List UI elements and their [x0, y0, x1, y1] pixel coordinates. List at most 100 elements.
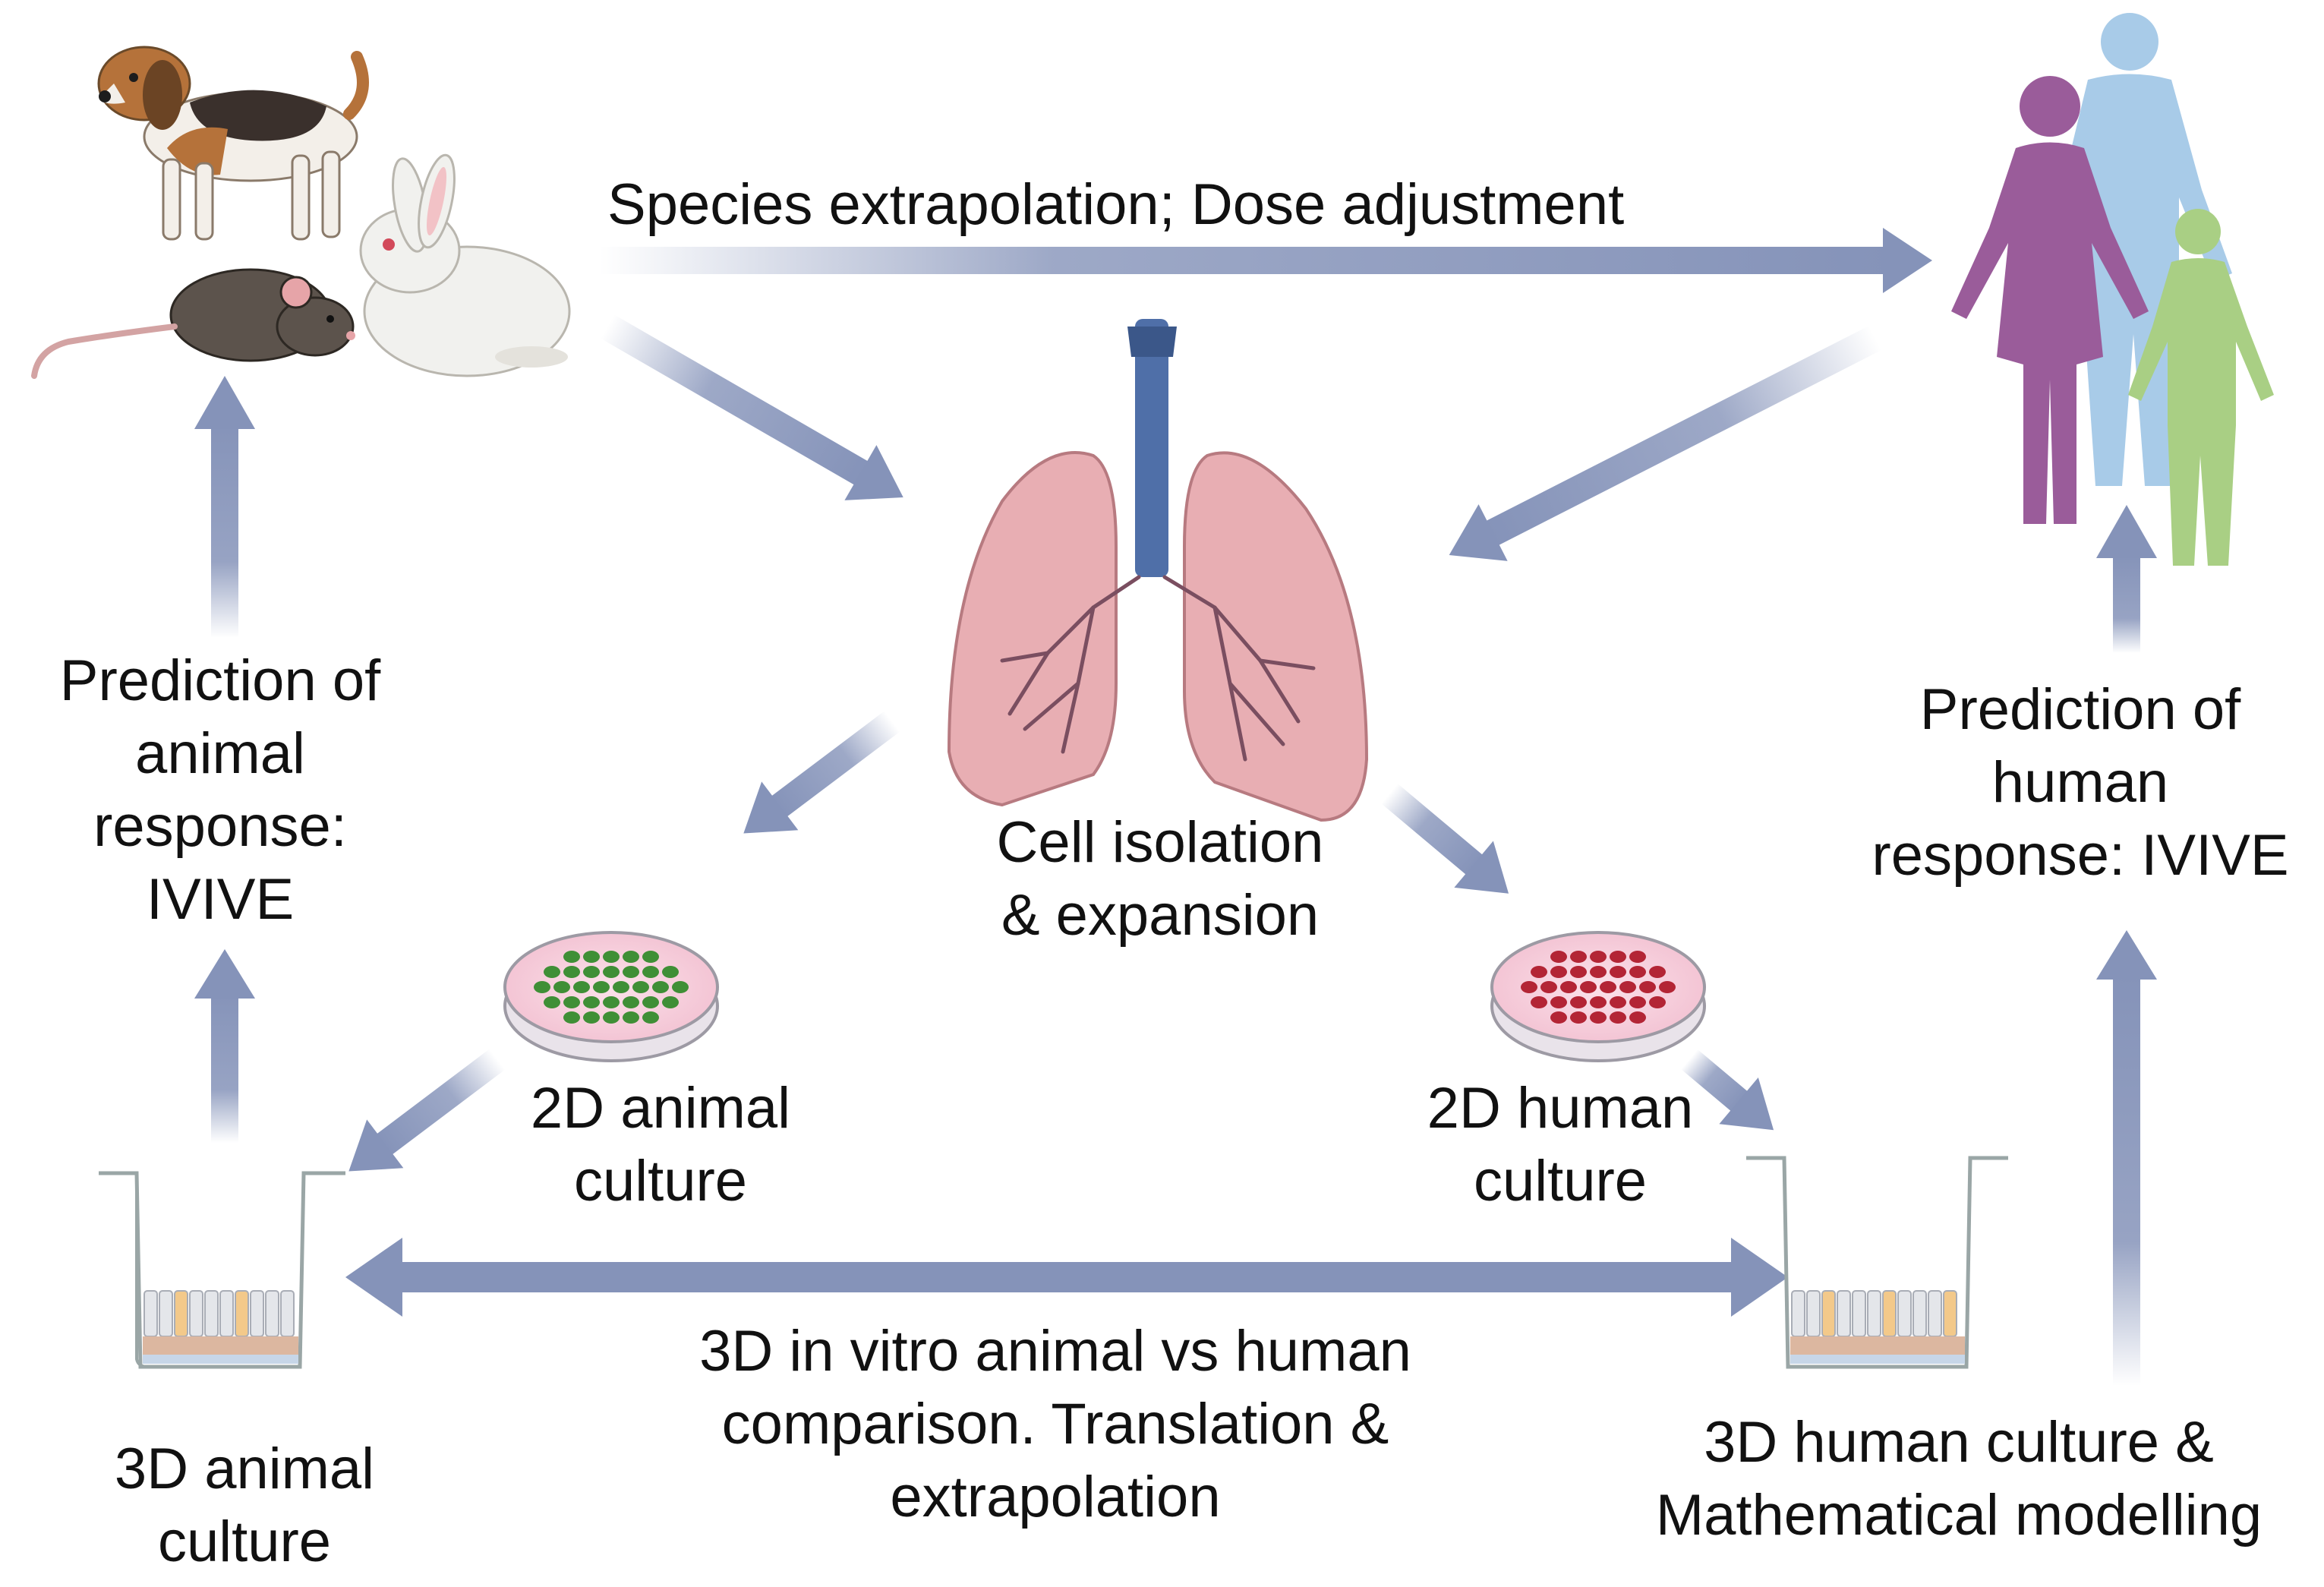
cell [1570, 966, 1587, 978]
cell [1610, 966, 1626, 978]
cell [563, 951, 580, 963]
cell [553, 981, 570, 993]
arrow-animals-to-lungs [601, 314, 903, 500]
cell [652, 981, 669, 993]
arrow-3d-human-to-prediction [2096, 930, 2157, 1386]
cell [672, 981, 689, 993]
arrow-humans-to-lungs [1449, 325, 1882, 561]
petri-dish-human [1490, 931, 1706, 1062]
cell [1521, 981, 1537, 993]
transwell-animal [99, 1171, 345, 1369]
cell [1639, 981, 1656, 993]
cell [1531, 996, 1547, 1008]
prediction-human-line-2: human [1992, 750, 2168, 815]
cell [623, 1011, 639, 1024]
epithelial-cell [235, 1290, 249, 1337]
cell [534, 981, 550, 993]
cell-isolation-line-1: Cell isolation [997, 810, 1324, 875]
cells-animal [534, 951, 689, 1024]
epithelial-cell [1928, 1290, 1942, 1337]
cell [1629, 966, 1646, 978]
arrow-2d-to-3d-human [1681, 1049, 1774, 1131]
cell [1600, 981, 1616, 993]
culture-2d-human-line-1: 2D human [1427, 1076, 1694, 1141]
epithelial-cell [1882, 1290, 1897, 1337]
cell [1629, 996, 1646, 1008]
cell [1550, 966, 1567, 978]
epithelial-cell [1837, 1290, 1851, 1337]
cell [573, 981, 590, 993]
cell [1570, 1011, 1587, 1024]
cell [1610, 1011, 1626, 1024]
prediction-human-label: Prediction of human response: IVIVE [1871, 677, 2288, 888]
transwell-human [1746, 1156, 2008, 1369]
culture-3d-human-label: 3D human culture & Mathematical modellin… [1656, 1410, 2262, 1548]
epithelial-cell [1943, 1290, 1957, 1337]
cell [563, 1011, 580, 1024]
cell [1649, 966, 1666, 978]
cell [544, 996, 560, 1008]
culture-3d-human-line-1: 3D human culture & [1704, 1410, 2214, 1475]
prediction-human-line-3: response: IVIVE [1871, 823, 2288, 888]
comparison-3d-line-2: comparison. Translation & [722, 1392, 1389, 1456]
cell [1550, 1011, 1567, 1024]
prediction-animal-line-1: Prediction of [60, 648, 381, 713]
epithelial-cell [1867, 1290, 1881, 1337]
culture-3d-human-line-2: Mathematical modelling [1656, 1483, 2262, 1548]
dog-icon [97, 46, 369, 241]
arrow-prediction-to-humans [2096, 505, 2157, 653]
cell [1590, 951, 1607, 963]
cells-3d-human [1791, 1290, 1957, 1337]
culture-3d-animal-line-2: culture [158, 1510, 331, 1574]
human-adult-female [1951, 76, 2149, 524]
cell [1590, 966, 1607, 978]
culture-2d-human-label: 2D human culture [1427, 1076, 1694, 1213]
cell [603, 1011, 620, 1024]
cell [544, 966, 560, 978]
cell [1540, 981, 1557, 993]
cell [1629, 951, 1646, 963]
cell [1590, 996, 1607, 1008]
cell [662, 996, 679, 1008]
prediction-animal-line-2: animal [135, 721, 305, 786]
cell [583, 966, 600, 978]
prediction-human-line-1: Prediction of [1920, 677, 2241, 742]
epithelial-cell [265, 1290, 279, 1337]
cell [603, 966, 620, 978]
epithelial-cell [1912, 1290, 1927, 1337]
cell [1619, 981, 1636, 993]
epithelial-cell [159, 1290, 173, 1337]
comparison-3d-label: 3D in vitro animal vs human comparison. … [699, 1319, 1411, 1529]
human-child [2128, 209, 2274, 566]
petri-dish-icon [503, 931, 1706, 1062]
cell [563, 966, 580, 978]
cell [642, 966, 659, 978]
cells-3d-animal [143, 1290, 295, 1337]
epithelial-cell [280, 1290, 295, 1337]
epithelial-cell [1791, 1290, 1805, 1337]
cell [1610, 996, 1626, 1008]
arrow-species-extrapolation [600, 228, 1932, 293]
epithelial-cell [1806, 1290, 1821, 1337]
epithelial-cell [219, 1290, 234, 1337]
cell [642, 996, 659, 1008]
cell [563, 996, 580, 1008]
cell [1659, 981, 1676, 993]
culture-3d-animal-line-1: 3D animal [115, 1437, 374, 1501]
prediction-animal-label: Prediction of animal response: IVIVE [60, 648, 381, 932]
culture-2d-animal-line-1: 2D animal [531, 1076, 790, 1141]
cell [593, 981, 610, 993]
culture-2d-human-line-2: culture [1474, 1149, 1647, 1213]
cell [1570, 951, 1587, 963]
cell [642, 951, 659, 963]
cell [1550, 996, 1567, 1008]
epithelial-cell [1897, 1290, 1912, 1337]
arrow-3d-animal-to-prediction [194, 949, 255, 1143]
cell [613, 981, 629, 993]
cell [642, 1011, 659, 1024]
cell [583, 996, 600, 1008]
culture-2d-animal-line-2: culture [574, 1149, 747, 1213]
epithelial-cell [143, 1290, 158, 1337]
arrow-prediction-to-animals [194, 376, 255, 638]
